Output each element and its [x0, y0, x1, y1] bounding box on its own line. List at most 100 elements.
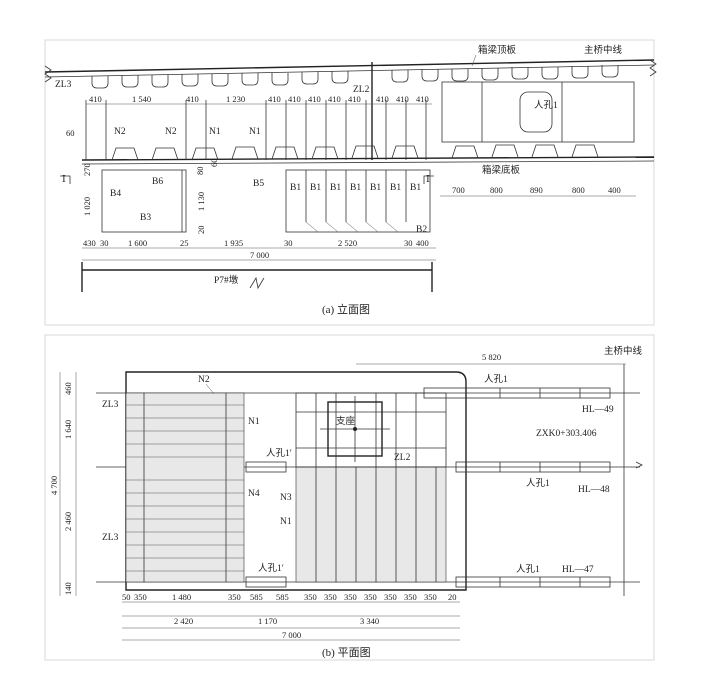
label-n2-b: N2 [165, 127, 177, 137]
plan-caption: (b) 平面图 [322, 646, 371, 659]
section-mark-right: Ⅰ [426, 175, 430, 185]
right-dim-1: 800 [490, 185, 503, 195]
u-ribs-top [91, 65, 619, 89]
plan-label-n3: N3 [280, 493, 292, 503]
plan-label-station: ZXK0+303.406 [536, 429, 597, 439]
plan-label-n1-bot: N1 [280, 517, 292, 527]
plan-center-line: 主桥中线 [604, 345, 643, 357]
manhole-opening [519, 91, 553, 133]
bottom-plate-line-2 [81, 160, 655, 165]
side-dim-1130: 1 130 [196, 192, 206, 211]
label-b1-3: B1 [350, 183, 361, 193]
top-dim-7: 410 [328, 94, 341, 104]
label-bottom-plate: 箱梁底板 [482, 164, 521, 176]
plan-label-zl3-bot: ZL3 [102, 533, 119, 543]
label-b1-1: B1 [310, 183, 321, 193]
bottom-plate-line [81, 156, 655, 161]
plan-left-total: 4 700 [49, 476, 59, 495]
pier-label: P7#墩 [214, 274, 239, 286]
top-dim-11: 410 [416, 94, 429, 104]
plan-bottom-350f: 350 [364, 592, 377, 602]
label-zl3: ZL3 [55, 80, 72, 90]
b1-plates [305, 170, 407, 233]
top-dim-6: 410 [308, 94, 321, 104]
plan-bottom-3340: 3 340 [360, 616, 379, 626]
manhole-slots [245, 387, 611, 588]
perforated-panel-right [295, 466, 447, 583]
side-dim-80: 80 [195, 167, 205, 176]
label-b1-2: B1 [330, 183, 341, 193]
plan-left-460: 460 [63, 382, 73, 395]
top-dim-9: 410 [376, 94, 389, 104]
plan-label-zl3-top: ZL3 [102, 400, 119, 410]
plan-label-hl49: HL—49 [582, 405, 614, 415]
label-b4: B4 [110, 189, 121, 199]
label-n2-a: N2 [114, 127, 126, 137]
plan-bottom-2420: 2 420 [174, 616, 193, 626]
cavity-b3 [101, 169, 187, 233]
plan-bottom-1480: 1 480 [172, 592, 191, 602]
side-dim-60: 60 [66, 128, 75, 138]
plan-bottom-20: 20 [448, 592, 457, 602]
plan-bottom-1170: 1 170 [258, 616, 277, 626]
top-plate-line-2 [44, 64, 655, 78]
top-dim-8: 410 [348, 94, 361, 104]
plan-left-140: 140 [63, 582, 73, 595]
plan-label-n4: N4 [248, 489, 260, 499]
top-dim-2: 410 [186, 94, 199, 104]
side-dim-20: 20 [196, 226, 206, 235]
top-plate-line [44, 59, 655, 73]
bottom-dim-0: 430 [83, 238, 96, 248]
plan-bottom-350g: 350 [384, 592, 397, 602]
top-dim-3: 1 230 [226, 94, 245, 104]
label-b1-6: B1 [410, 183, 421, 193]
top-dim-10: 410 [396, 94, 409, 104]
plan-bottom-350h: 350 [404, 592, 417, 602]
label-b5: B5 [253, 179, 264, 189]
label-top-plate: 箱梁顶板 [478, 44, 517, 56]
u-ribs-bottom [111, 144, 599, 161]
right-dim-2: 890 [530, 185, 543, 195]
bottom-dim-5: 30 [284, 238, 293, 248]
top-dim-5: 410 [288, 94, 301, 104]
label-center-line: 主桥中线 [584, 44, 623, 56]
label-n1-b: N1 [249, 127, 261, 137]
manhole-label: 人孔1 [534, 100, 558, 111]
plan-label-manhole1-c: 人孔1 [516, 564, 540, 575]
right-dim-4: 400 [608, 185, 621, 195]
label-b1-4: B1 [370, 183, 381, 193]
right-dim-0: 700 [452, 185, 465, 195]
plan-bottom-585a: 585 [250, 592, 263, 602]
top-dim-4: 410 [268, 94, 281, 104]
bottom-dim-1: 30 [100, 238, 109, 248]
top-dim-0: 410 [89, 94, 102, 104]
bottom-dim-7: 30 [404, 238, 413, 248]
pier-outline [81, 262, 433, 292]
cavity-b1 [285, 169, 431, 233]
plan-outline [125, 371, 467, 591]
plan-label-zl2: ZL2 [394, 453, 411, 463]
plan-bottom-350b: 350 [228, 592, 241, 602]
bottom-dim-4: 1 935 [224, 238, 243, 248]
bottom-dim-8: 400 [416, 238, 429, 248]
plan-bottom-350i: 350 [424, 592, 437, 602]
right-dim-3: 800 [572, 185, 585, 195]
elevation-total-dim: 7 000 [250, 250, 269, 260]
plan-label-n2: N2 [198, 375, 210, 385]
plan-frame [44, 334, 655, 661]
plan-bottom-350c: 350 [304, 592, 317, 602]
plan-bottom-50: 50 [122, 592, 131, 602]
plan-label-manhole1p-b: 人孔1′ [258, 563, 284, 574]
side-dim-270: 270 [82, 163, 92, 176]
plan-top-dim: 5 820 [482, 352, 501, 362]
diaphragm-stiffeners [85, 62, 427, 160]
plan-bottom-350e: 350 [344, 592, 357, 602]
section-mark-left: Ⅰ [62, 175, 66, 185]
label-n1-a: N1 [209, 127, 221, 137]
elevation-caption: (a) 立面图 [322, 302, 370, 316]
plan-left-2460: 2 460 [63, 512, 73, 531]
plan-label-hl47: HL—47 [562, 565, 594, 575]
label-b3: B3 [140, 213, 151, 223]
top-dim-1: 1 540 [132, 94, 151, 104]
